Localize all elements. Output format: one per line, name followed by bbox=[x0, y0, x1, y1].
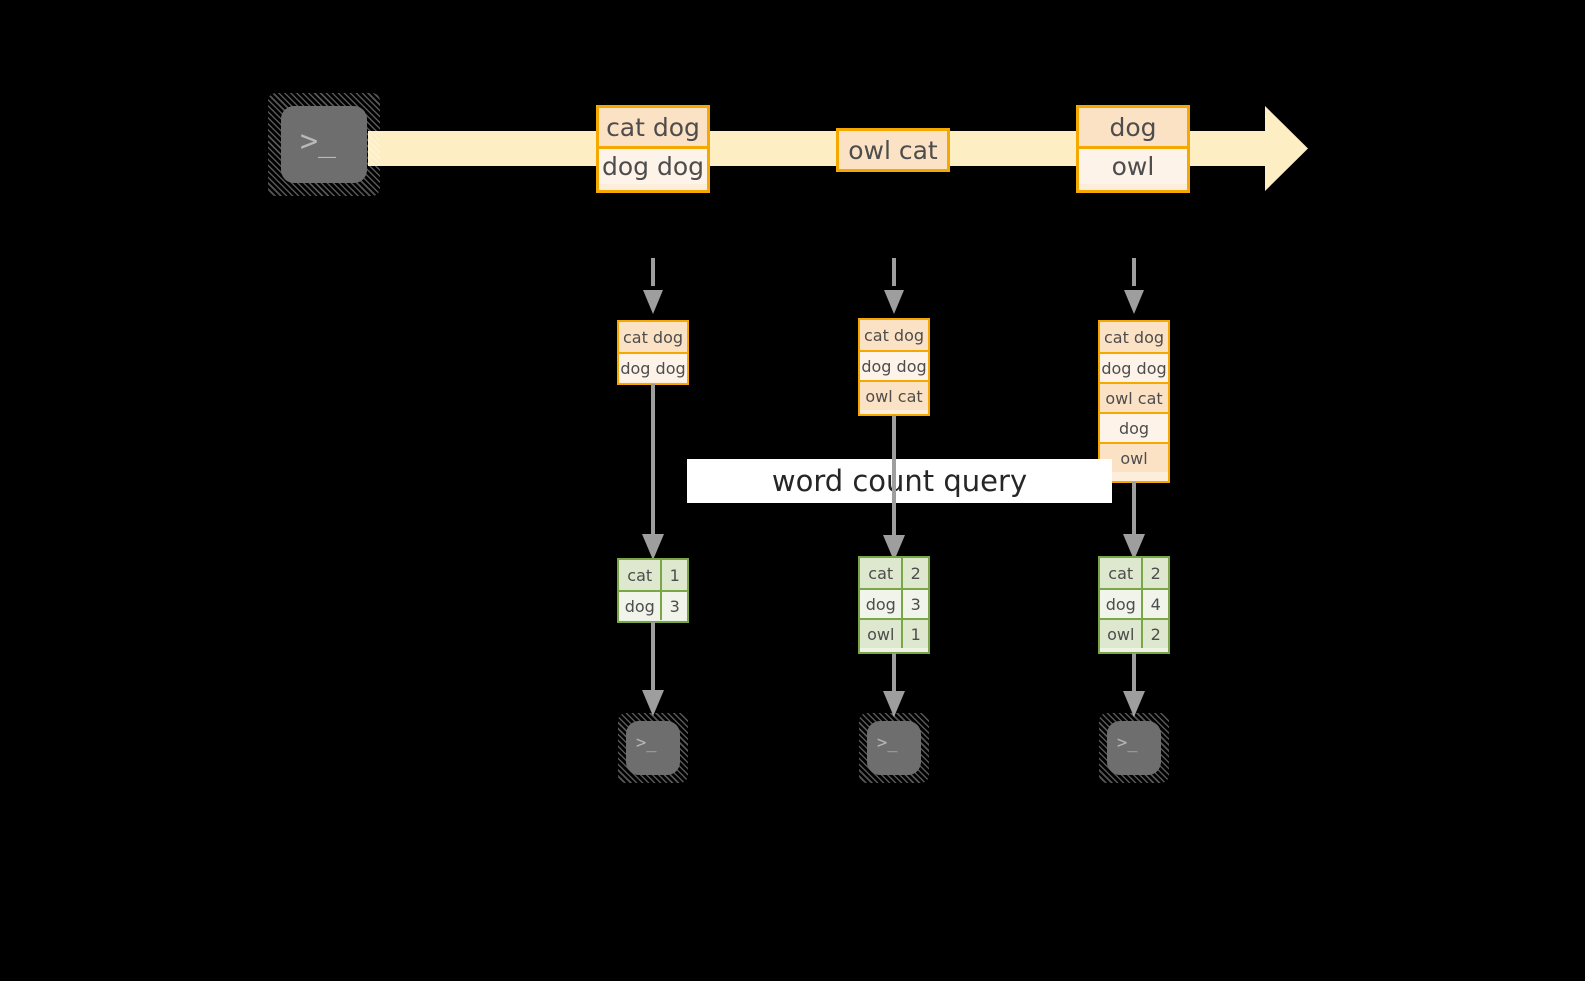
result-value: 2 bbox=[1141, 558, 1168, 588]
record-line: owl cat bbox=[860, 380, 928, 410]
sink-terminal-icon-1: >_ bbox=[859, 713, 929, 783]
result-key: dog bbox=[1105, 594, 1136, 614]
terminal-body bbox=[867, 721, 921, 775]
stream-record-1[interactable]: owl cat bbox=[836, 128, 950, 172]
record-line: dog dog bbox=[619, 352, 687, 382]
table-row: dog 3 bbox=[860, 588, 928, 618]
result-key: owl bbox=[867, 624, 895, 644]
record-line: cat dog bbox=[619, 322, 687, 352]
snapshot-input-0[interactable]: cat dog dog dog bbox=[617, 320, 689, 385]
output-connector-2 bbox=[1122, 653, 1146, 719]
result-key: dog bbox=[865, 594, 896, 614]
record-line: dog bbox=[1079, 108, 1187, 146]
result-value: 1 bbox=[901, 620, 928, 648]
output-connector-1 bbox=[882, 653, 906, 719]
terminal-body bbox=[626, 721, 680, 775]
result-value: 2 bbox=[901, 558, 928, 588]
record-line: dog bbox=[1100, 412, 1168, 442]
source-terminal-icon: >_ bbox=[268, 93, 380, 196]
table-row: owl 2 bbox=[1100, 618, 1168, 648]
table-row: owl 1 bbox=[860, 618, 928, 648]
stream-to-snapshot-connector-1 bbox=[882, 258, 906, 318]
record-line: cat dog bbox=[599, 108, 707, 146]
record-line: owl bbox=[1079, 146, 1187, 184]
sink-terminal-icon-0: >_ bbox=[618, 713, 688, 783]
terminal-prompt-glyph: >_ bbox=[877, 733, 898, 753]
record-line: cat dog bbox=[860, 320, 928, 350]
table-row: cat 1 bbox=[619, 560, 687, 590]
stream-record-0[interactable]: cat dog dog dog bbox=[596, 105, 710, 193]
result-table-2[interactable]: cat 2 dog 4 owl 2 bbox=[1098, 556, 1170, 654]
terminal-body bbox=[1107, 721, 1161, 775]
terminal-prompt-glyph: >_ bbox=[1117, 733, 1138, 753]
stream-record-2[interactable]: dog owl bbox=[1076, 105, 1190, 193]
table-row: cat 2 bbox=[860, 558, 928, 588]
record-line: owl cat bbox=[1100, 382, 1168, 412]
terminal-prompt-glyph: >_ bbox=[636, 733, 657, 753]
result-key: dog bbox=[624, 596, 655, 616]
query-connector-2 bbox=[1122, 482, 1146, 562]
sink-terminal-icon-2: >_ bbox=[1099, 713, 1169, 783]
snapshot-input-1[interactable]: cat dog dog dog owl cat bbox=[858, 318, 930, 416]
word-count-query-label-text: word count query bbox=[771, 464, 1028, 498]
result-value: 1 bbox=[660, 560, 687, 590]
query-connector-0 bbox=[641, 384, 665, 562]
result-value: 4 bbox=[1141, 590, 1168, 618]
record-line: dog dog bbox=[860, 350, 928, 380]
record-line: owl cat bbox=[839, 131, 947, 169]
word-count-query-label: word count query bbox=[687, 459, 1112, 503]
result-table-0[interactable]: cat 1 dog 3 bbox=[617, 558, 689, 623]
terminal-body bbox=[281, 106, 367, 183]
output-connector-0 bbox=[641, 622, 665, 718]
stream-to-snapshot-connector-2 bbox=[1122, 258, 1146, 318]
snapshot-input-2[interactable]: cat dog dog dog owl cat dog owl bbox=[1098, 320, 1170, 483]
table-row: dog 4 bbox=[1100, 588, 1168, 618]
result-key: owl bbox=[1107, 624, 1135, 644]
result-value: 3 bbox=[660, 592, 687, 620]
table-row: cat 2 bbox=[1100, 558, 1168, 588]
result-key: cat bbox=[868, 563, 894, 583]
result-value: 3 bbox=[901, 590, 928, 618]
record-line: dog dog bbox=[599, 146, 707, 184]
stream-to-snapshot-connector-0 bbox=[641, 258, 665, 318]
result-key: cat bbox=[1108, 563, 1134, 583]
record-line: owl bbox=[1100, 442, 1168, 472]
table-row: dog 3 bbox=[619, 590, 687, 620]
record-line: cat dog bbox=[1100, 322, 1168, 352]
query-connector-1 bbox=[882, 415, 906, 563]
terminal-prompt-glyph: >_ bbox=[300, 124, 337, 159]
result-value: 2 bbox=[1141, 620, 1168, 648]
result-key: cat bbox=[627, 565, 653, 585]
record-line: dog dog bbox=[1100, 352, 1168, 382]
result-table-1[interactable]: cat 2 dog 3 owl 1 bbox=[858, 556, 930, 654]
